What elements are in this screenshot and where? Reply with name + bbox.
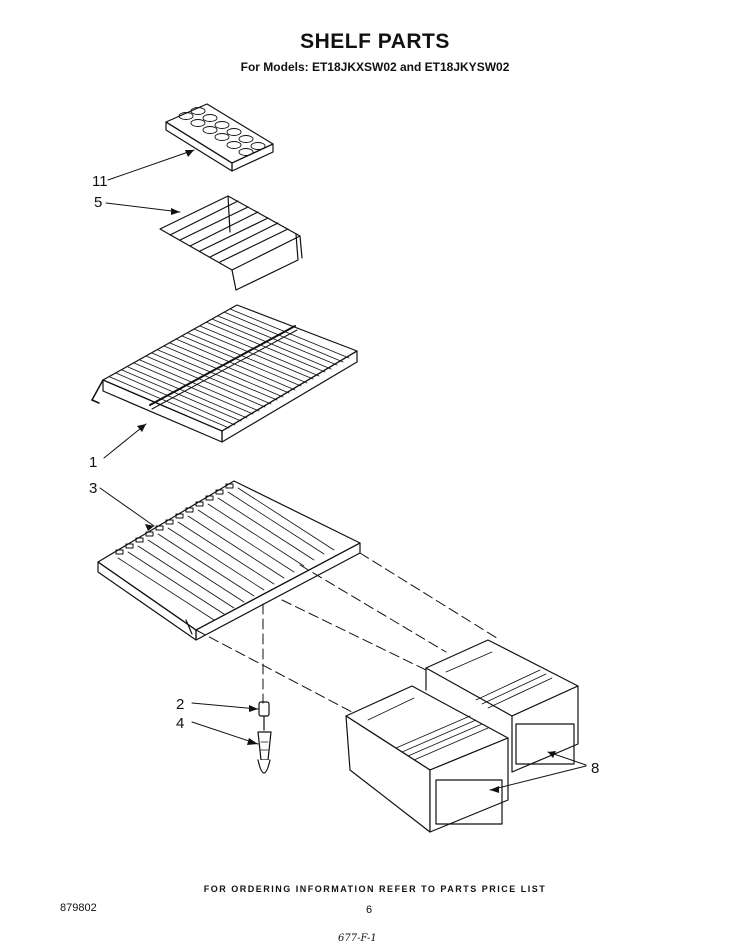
model-subtitle: For Models: ET18JKXSW02 and ET18JKYSW02: [240, 60, 510, 74]
handwritten-note: 677-F-1: [338, 933, 377, 944]
leader-lines: [99, 149, 587, 791]
callout-11: 11: [92, 173, 108, 190]
callout-2: 2: [176, 696, 184, 713]
small-rack-part: [159, 195, 303, 291]
assembly-lines: [195, 552, 501, 713]
page-title: SHELF PARTS: [300, 30, 450, 53]
ordering-note: FOR ORDERING INFORMATION REFER TO PARTS …: [203, 884, 547, 894]
document-number: 879802: [60, 902, 97, 914]
callout-4: 4: [176, 715, 184, 732]
shelf-support-part: [257, 701, 272, 774]
leader-arrowheads: [137, 150, 556, 793]
page-number: 6: [366, 904, 373, 916]
callout-8: 8: [591, 760, 599, 777]
callout-3: 3: [89, 480, 97, 497]
callout-1: 1: [89, 454, 97, 471]
ice-tray-part: [165, 103, 274, 172]
callout-5: 5: [94, 194, 102, 211]
wire-shelf-part: [91, 304, 358, 443]
crisper-drawers-part: [345, 639, 579, 833]
crisper-shelf-part: [97, 480, 361, 641]
